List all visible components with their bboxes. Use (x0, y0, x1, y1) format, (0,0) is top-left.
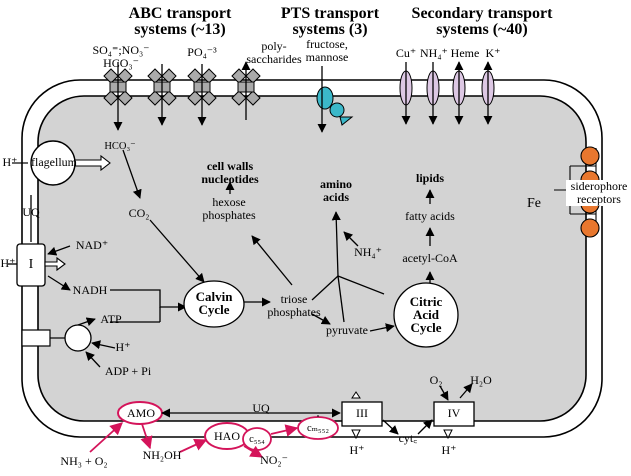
label-adp: ADP + Pi (104, 364, 152, 378)
label-cell-walls: cell walls nucleotides (180, 160, 280, 186)
label-pts-sugars-2: mannose (305, 50, 349, 64)
label-triose: triose phosphates (262, 293, 326, 319)
label-lipids: lipids (415, 171, 445, 185)
label-no2: NO₂⁻ (260, 453, 288, 467)
label-citric-3: Cycle (410, 320, 442, 335)
label-cm552: cₘ₅₅₂ (306, 423, 330, 434)
complex-iv-box (433, 401, 475, 427)
label-nh2oh: NH₂OH (142, 448, 182, 462)
citric-acid-cycle-node (393, 282, 459, 348)
abc-header-line2: systems (~13) (134, 21, 226, 38)
label-h2o: H₂O (470, 373, 492, 387)
pts-header-line2: systems (3) (292, 21, 368, 38)
label-pyruvate: pyruvate (326, 323, 368, 337)
label-atp: ATP (100, 312, 122, 326)
secondary-header: Secondary transport systems (~40) (402, 6, 562, 38)
label-nadh: NADH (72, 283, 108, 297)
label-anions-1: SO₄⁼;NO₃⁻ (92, 43, 150, 57)
label-nad: NAD⁺ (75, 238, 109, 252)
label-h-iv: H⁺ (441, 443, 457, 457)
label-fatty-acids: fatty acids (405, 209, 455, 223)
label-amino-2: acids (322, 190, 349, 204)
label-o2: O₂ (429, 373, 443, 387)
label-amo: AMO (126, 406, 155, 420)
label-h-complex1: H⁺ (0, 256, 16, 270)
label-uq-bottom: UQ (252, 401, 270, 415)
label-hexose-2: phosphates (202, 208, 256, 222)
label-hao: HAO (214, 429, 240, 443)
label-pts-sugars: fructose, mannose (297, 38, 357, 64)
label-co2: CO₂ (128, 206, 150, 220)
label-calvin-1: Calvin (195, 289, 233, 304)
complex-iii-box (341, 401, 383, 427)
label-siderophore: siderophore receptors (566, 180, 631, 206)
label-complex1: I (28, 257, 34, 272)
secondary-header-line1: Secondary transport (411, 5, 553, 22)
label-phosphate: PO₄⁻³ (187, 45, 217, 59)
abc-transporter-3 (187, 68, 217, 106)
label-complex-iii: III (356, 406, 368, 420)
label-anions-2: HCO₃⁻ (103, 56, 139, 70)
label-siderophore-1: siderophore (570, 179, 628, 193)
label-uq-left: UQ (22, 205, 40, 219)
label-polysaccharides: poly- saccharides (238, 40, 310, 66)
label-citric-2: Acid (413, 307, 439, 322)
atpase-stalk (21, 329, 51, 347)
label-complex-iv: IV (447, 406, 461, 420)
label-citric-1: Citric (409, 294, 443, 309)
label-hexose-1: hexose (212, 195, 246, 209)
label-nh4: NH₄⁺ (420, 46, 448, 60)
calvin-cycle-node (183, 280, 245, 328)
label-siderophore-2: receptors (577, 192, 621, 206)
label-c554: c₅₅₄ (249, 434, 265, 445)
label-amino-acids: amino acids (306, 178, 366, 204)
label-nh4-in: NH₄⁺ (354, 245, 382, 259)
label-triose-1: triose (280, 292, 308, 306)
label-polysaccharides-1: poly- (261, 39, 287, 53)
label-anions: SO₄⁼;NO₃⁻ HCO₃⁻ (90, 44, 152, 70)
label-cell-walls-1: cell walls (206, 159, 254, 173)
label-hexose: hexose phosphates (196, 196, 262, 222)
label-h-iii: H⁺ (349, 443, 365, 457)
pts-transporter (316, 86, 354, 126)
label-cu: Cu⁺ (395, 46, 417, 60)
label-h-atpase: H⁺ (115, 340, 131, 354)
flagellum-tail-arrow (74, 154, 111, 172)
label-k: K⁺ (485, 46, 501, 60)
label-calvin-2: Cycle (198, 302, 230, 317)
secondary-header-line2: systems (~40) (436, 21, 528, 38)
label-triose-2: phosphates (267, 305, 321, 319)
pts-header-line1: PTS transport (280, 5, 380, 22)
abc-header-line1: ABC transport (128, 5, 232, 22)
label-nh3-o2: NH₃ + O₂ (60, 454, 108, 468)
label-flagellum: flagellum (31, 155, 77, 169)
label-fe: Fe (527, 196, 541, 211)
atpase-head (64, 324, 92, 352)
pts-header: PTS transport systems (3) (275, 6, 385, 38)
label-pts-sugars-1: fructose, (306, 37, 348, 51)
label-citric: Citric Acid Cycle (400, 295, 452, 334)
label-polysaccharides-2: saccharides (246, 52, 302, 66)
abc-header: ABC transport systems (~13) (118, 6, 242, 38)
label-amino-1: amino (319, 177, 352, 191)
label-calvin: Calvin Cycle (186, 290, 242, 316)
label-cell-walls-2: nucleotides (201, 172, 259, 186)
label-h-flagellum: H⁺ (2, 155, 18, 169)
label-cytc: cyt꜀ (398, 431, 418, 445)
label-hco3: HCO₃⁻ (104, 141, 136, 152)
label-heme: Heme (450, 46, 480, 60)
label-acetyl-coa: acetyl-CoA (402, 251, 458, 265)
